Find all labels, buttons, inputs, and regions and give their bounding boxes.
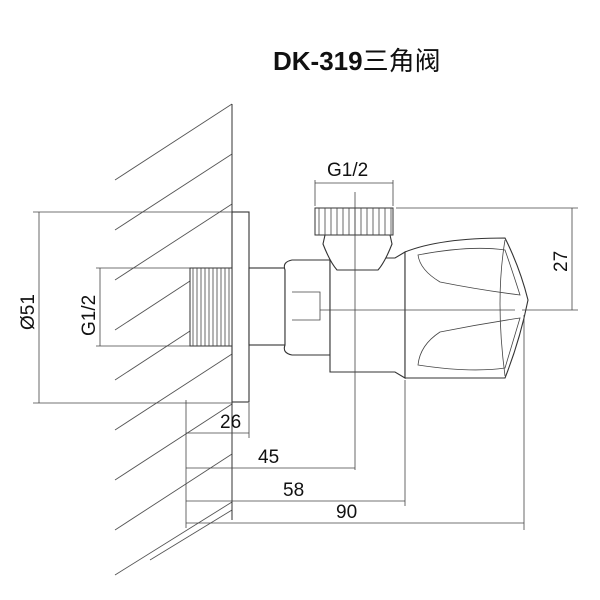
- label-26: 26: [220, 412, 241, 433]
- title-name: 三角阀: [363, 47, 441, 77]
- dim-90: 90: [186, 315, 525, 530]
- valve-handle: [404, 237, 529, 379]
- valve-body: [329, 251, 406, 379]
- inlet-thread: [189, 267, 233, 347]
- dim-45: 45: [186, 447, 355, 469]
- dim-58: 58: [186, 380, 406, 506]
- dim-height: 27: [396, 207, 578, 311]
- dim-side-thread: G1/2: [79, 267, 190, 347]
- label-diameter: Ø51: [18, 294, 39, 330]
- label-thread-side: G1/2: [79, 295, 100, 336]
- outlet-collar: [322, 234, 393, 271]
- escutcheon-plate: [231, 211, 250, 403]
- label-height: 27: [551, 251, 572, 272]
- title-model: DK-319: [273, 46, 363, 76]
- dim-diameter: Ø51: [18, 211, 232, 404]
- outlet-thread: [314, 207, 394, 236]
- label-45: 45: [258, 447, 279, 468]
- label-thread-top: G1/2: [327, 160, 368, 181]
- label-58: 58: [283, 480, 304, 501]
- wall-hatching: [114, 103, 233, 576]
- drawing-title: DK-319三角阀: [273, 46, 441, 77]
- inlet-nut: [283, 259, 331, 356]
- dim-top-thread: G1/2: [314, 160, 394, 206]
- label-90: 90: [336, 502, 357, 523]
- dim-26: 26: [186, 403, 250, 438]
- inlet-neck: [248, 267, 286, 346]
